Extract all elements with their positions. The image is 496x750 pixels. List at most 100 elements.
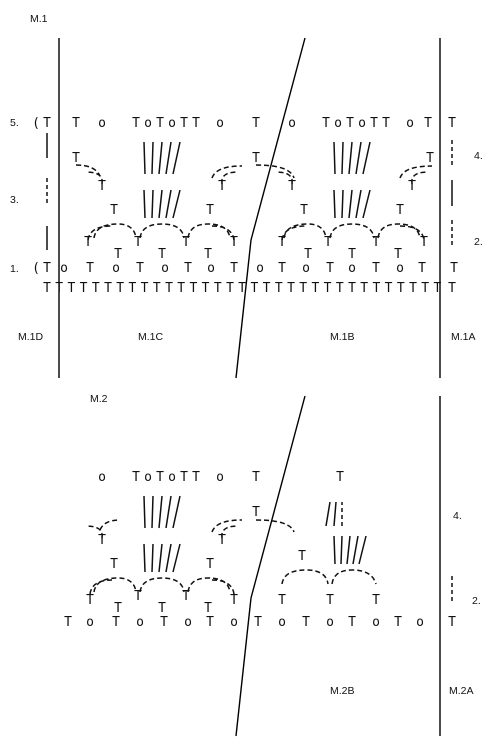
fan-stitch-line (341, 141, 344, 175)
treble-symbol: T (450, 261, 458, 276)
treble-symbol: T (252, 151, 260, 166)
treble-symbol: T (206, 615, 214, 630)
arch-symbol (281, 225, 307, 241)
arch-symbol (93, 223, 137, 239)
chain-symbol: o (358, 116, 366, 131)
treble-symbol: T (322, 116, 330, 131)
arch-symbol (211, 519, 243, 533)
treble-symbol: T (98, 179, 106, 194)
treble-symbol: T (394, 615, 402, 630)
chain-symbol: o (216, 470, 224, 485)
fan-stitch-line (158, 141, 163, 175)
chain-symbol: o (302, 261, 310, 276)
treble-symbol: T (324, 281, 332, 296)
treble-symbol: T (348, 281, 356, 296)
chain-symbol: o (326, 615, 334, 630)
chain-symbol: o (168, 116, 176, 131)
treble-symbol: T (132, 116, 140, 131)
treble-symbol: T (326, 261, 334, 276)
treble-symbol: T (43, 116, 51, 131)
fan-stitch-line (358, 535, 367, 565)
treble-symbol: T (230, 593, 238, 608)
treble-symbol: T (43, 281, 51, 296)
chain-symbol: o (278, 615, 286, 630)
row-label-2: 2. (474, 236, 483, 248)
fan-stitch-line (333, 141, 336, 175)
treble-symbol: T (287, 281, 295, 296)
treble-symbol: T (304, 247, 312, 262)
treble-symbol: T (156, 470, 164, 485)
fan-stitch-line (172, 495, 181, 529)
treble-symbol: T (80, 281, 88, 296)
chain-symbol: o (144, 116, 152, 131)
treble-symbol: T (326, 593, 334, 608)
chain-symbol: o (184, 615, 192, 630)
arch-symbol (329, 223, 375, 239)
fan-stitch-line (348, 189, 353, 219)
bracket-symbol: ( (32, 116, 40, 131)
row-label-3: 3. (10, 194, 19, 206)
edge-symbols-m1a: T (448, 116, 456, 246)
treble-symbol: T (226, 281, 234, 296)
treble-symbol: T (110, 557, 118, 572)
treble-symbol: T (180, 116, 188, 131)
treble-symbol: T (92, 281, 100, 296)
fan-stitch-line (341, 189, 344, 219)
section-label-m1c: M.1C (138, 331, 164, 343)
fan-stitch-line (355, 141, 362, 175)
treble-symbol: T (433, 281, 441, 296)
fan-stitch-line (348, 141, 353, 175)
treble-symbol: T (184, 261, 192, 276)
fan-stitch-line (158, 495, 163, 529)
treble-symbol: T (86, 261, 94, 276)
chain-symbol: o (230, 615, 238, 630)
diagonal-line-upper (250, 37, 306, 241)
section-label-m2a: M.2A (449, 685, 474, 697)
arch-symbol (75, 164, 101, 177)
arch-symbol (93, 577, 137, 593)
fan-stitch-line (165, 495, 172, 529)
arch-symbol (211, 225, 235, 241)
arch-symbol (211, 165, 243, 179)
treble-symbol: T (218, 533, 226, 548)
treble-symbol: T (84, 235, 92, 250)
fan-stitch-line (172, 543, 181, 573)
fan-stitch-line (362, 189, 371, 219)
treble-symbol: T (86, 593, 94, 608)
arch-symbol (221, 525, 239, 539)
treble-symbol: T (336, 281, 344, 296)
fan-stitch-line (143, 495, 146, 529)
treble-symbol: T (370, 116, 378, 131)
fan-stitch-line (143, 543, 146, 573)
fan-stitch-line (158, 543, 163, 573)
chain-symbol: o (98, 116, 106, 131)
treble-symbol: T (114, 601, 122, 616)
chain-symbol: o (168, 470, 176, 485)
treble-symbol: T (177, 281, 185, 296)
treble-symbol: T (448, 281, 456, 296)
treble-symbol: T (114, 247, 122, 262)
treble-symbol: T (110, 203, 118, 218)
treble-symbol: T (202, 281, 210, 296)
treble-symbol: T (67, 281, 75, 296)
chain-symbol: o (60, 261, 68, 276)
fan-stitch-line (151, 543, 154, 573)
arch-symbol (377, 223, 421, 239)
treble-symbol: T (218, 179, 226, 194)
treble-symbol: T (426, 151, 434, 166)
treble-symbol: T (136, 261, 144, 276)
treble-symbol: T (424, 116, 432, 131)
treble-symbol: T (302, 615, 310, 630)
fan-stitch-line (165, 141, 172, 175)
arch-symbol (281, 569, 329, 585)
treble-symbol: T (336, 470, 344, 485)
treble-symbol: T (206, 557, 214, 572)
diagonal-line-m2-lower (235, 597, 252, 737)
treble-symbol: T (189, 281, 197, 296)
treble-symbol: T (180, 470, 188, 485)
